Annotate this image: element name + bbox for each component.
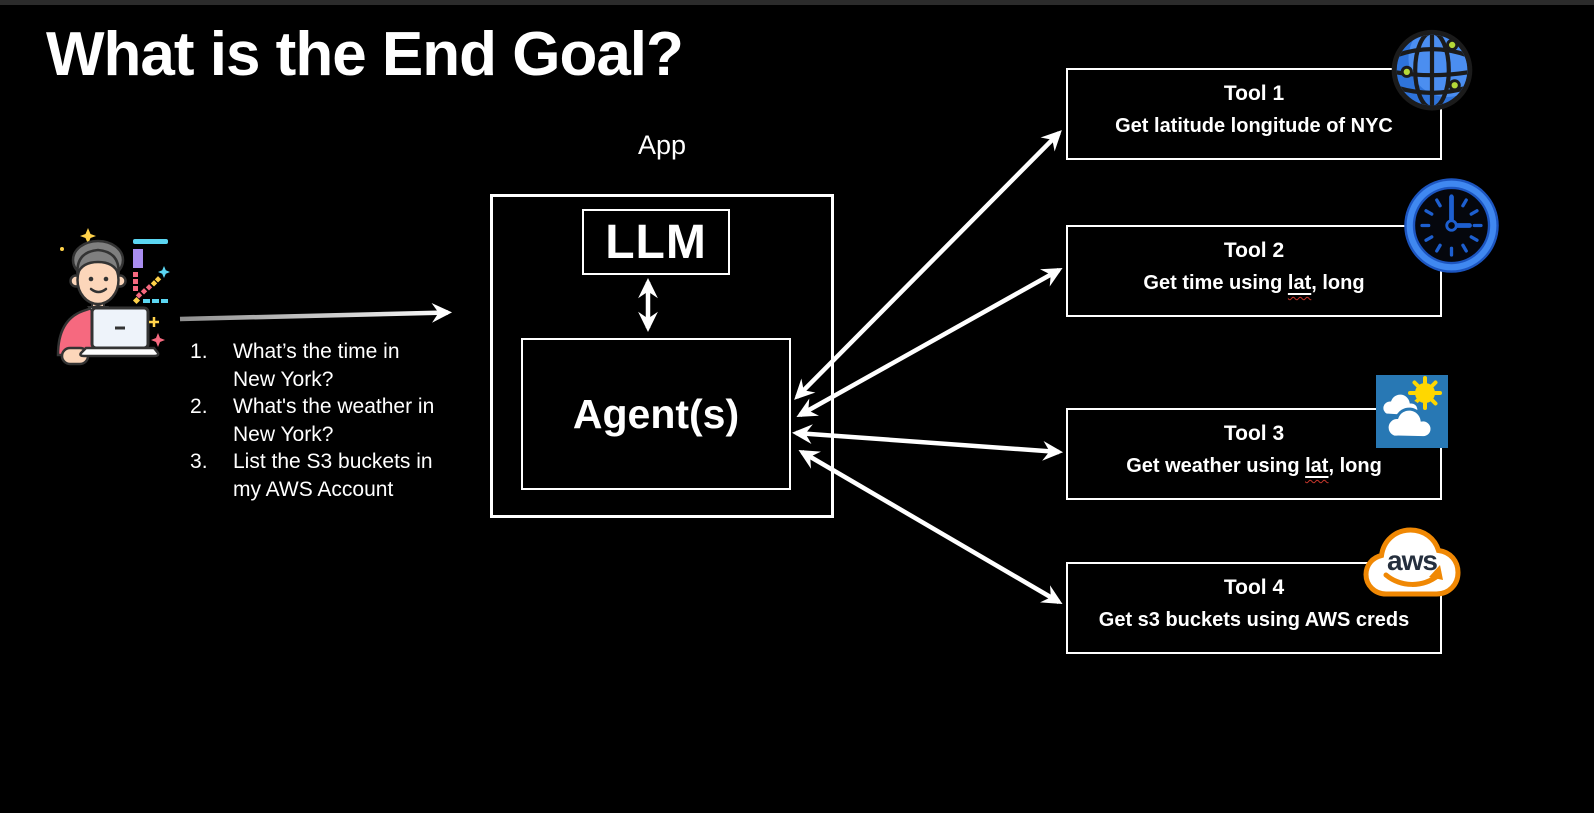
agent-tool4-arrow — [798, 449, 1063, 605]
chart-doodles-icon — [132, 239, 170, 347]
tool-title: Tool 4 — [1223, 576, 1285, 599]
tool-title: Tool 3 — [1223, 422, 1285, 445]
sparkle-star-icon — [80, 228, 96, 244]
agent-tool1-arrow — [794, 130, 1062, 400]
slide-title: What is the End Goal? — [46, 20, 684, 89]
laptop-icon — [79, 346, 160, 358]
agent-label: Agent(s) — [572, 390, 740, 437]
tool-subtitle: Get time using lat, long — [1143, 272, 1365, 294]
user-queries-list: What’s the time in New York? What's the … — [190, 338, 438, 503]
tool-box-1: Tool 1 Get latitude longitude of NYC — [1066, 68, 1442, 160]
query-item: What’s the time in New York? — [190, 338, 400, 391]
aws-wordmark: aws — [1387, 545, 1437, 576]
llm-box: LLM — [582, 209, 730, 275]
tool-subtitle: Get s3 buckets using AWS creds — [1098, 609, 1410, 631]
user-at-laptop-icon — [50, 222, 174, 382]
globe-network-icon — [1390, 26, 1474, 116]
tool-box-4: Tool 4 Get s3 buckets using AWS creds — [1066, 562, 1442, 654]
clock-icon — [1404, 178, 1499, 273]
query-item: List the S3 buckets in my AWS Account — [190, 448, 433, 501]
user-to-app-arrow — [179, 302, 453, 323]
tool-subtitle: Get latitude longitude of NYC — [1115, 115, 1393, 137]
agent-tool2-arrow — [796, 268, 1063, 417]
llm-label: LLM — [605, 215, 707, 269]
aws-cloud-icon: aws — [1362, 523, 1462, 600]
tool-title: Tool 2 — [1223, 239, 1285, 262]
tool-box-3: Tool 3 Get weather using lat, long — [1066, 408, 1442, 500]
agent-tool3-arrow — [791, 424, 1064, 461]
agent-box: Agent(s) — [521, 338, 791, 490]
top-window-strip — [0, 0, 1594, 5]
query-item: What's the weather in New York? — [190, 393, 435, 446]
tool-subtitle: Get weather using lat, long — [1126, 455, 1382, 477]
app-label: App — [637, 130, 687, 160]
tool-box-2: Tool 2 Get time using lat, long — [1066, 225, 1442, 317]
weather-sun-clouds-icon — [1376, 375, 1448, 448]
tool-title: Tool 1 — [1223, 82, 1285, 105]
